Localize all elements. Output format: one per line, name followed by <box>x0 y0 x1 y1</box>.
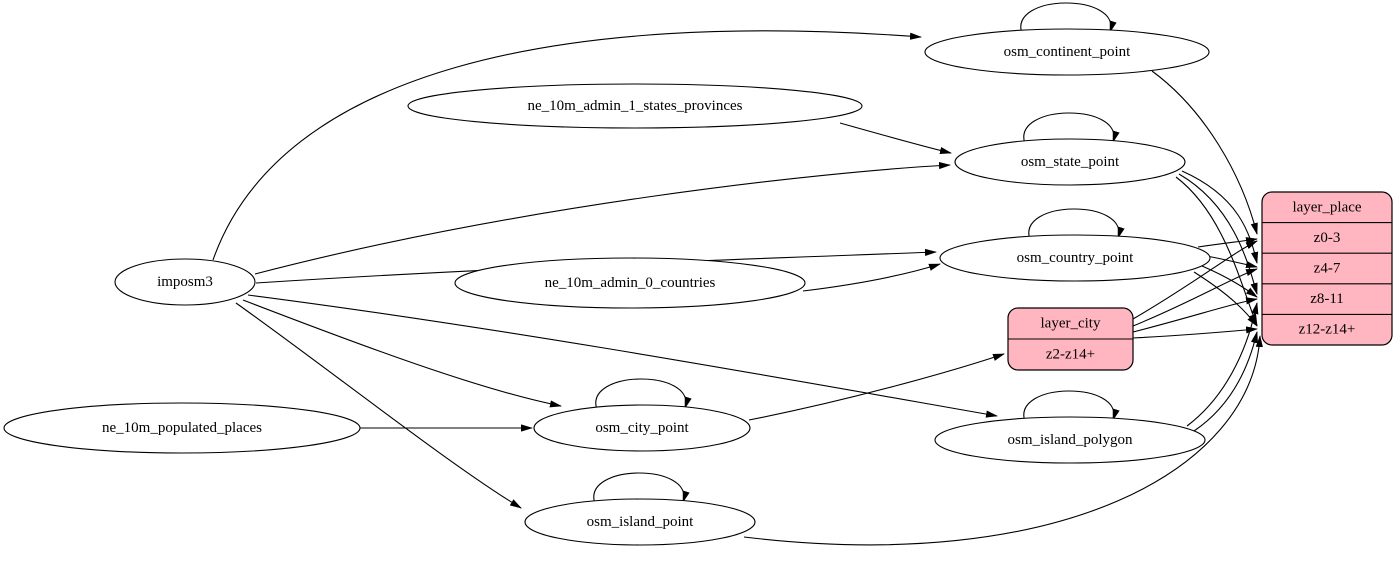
table-node-label: ne_10m_admin_0_countries <box>545 275 716 291</box>
edge-imposm3-to-osm_state_point <box>254 161 951 275</box>
table-node-shape <box>454 257 806 309</box>
table-node-label: osm_state_point <box>1021 154 1120 170</box>
layer-zoom-row: z4-7 <box>1314 261 1341 277</box>
edge-layer_city-to-layer_place-z12-z14+ <box>1132 326 1258 339</box>
table-node-label: osm_city_point <box>595 420 689 436</box>
edge-osm_state_point-to-layer_place-z4-7 <box>1181 170 1259 264</box>
table-node-label: osm_island_polygon <box>1007 432 1133 448</box>
edge-osm_island_polygon-to-layer_place-z12-z14+ <box>1193 331 1259 432</box>
edge-ne_10m_admin_0_countries-to-osm_country_point <box>802 263 941 292</box>
node-ne_10m_admin_0_countries: ne_10m_admin_0_countries <box>454 257 806 309</box>
table-node-shape <box>114 258 256 306</box>
table-node-label: osm_island_point <box>587 514 695 530</box>
table-node-shape <box>934 416 1206 464</box>
edge-osm_country_point-to-layer_place-z8-11 <box>1201 265 1258 298</box>
self-loop-edge-osm_state_point <box>1023 112 1120 145</box>
edge-imposm3-to-osm_continent_point <box>212 30 922 261</box>
self-loop-edge-osm_city_point <box>595 378 692 411</box>
table-node-label: osm_continent_point <box>1004 44 1131 60</box>
edge-osm_city_point-to-layer_city-z2-z14+ <box>748 353 1005 421</box>
edge-osm_country_point-to-layer_place-z0-3 <box>1197 237 1258 248</box>
node-osm_island_point: osm_island_point <box>524 498 756 546</box>
edge-osm_continent_point-to-layer_place-z0-3 <box>1151 70 1258 235</box>
edge-osm_island_point-to-layer_place-z12-z14+ <box>743 335 1263 546</box>
edge-layer_city-to-layer_place-z4-7 <box>1132 268 1258 327</box>
table-node-label: imposm3 <box>157 274 213 290</box>
self-loop-edge-osm_continent_point <box>1020 2 1117 35</box>
table-node-shape <box>3 402 361 454</box>
layer-zoom-row: z2-z14+ <box>1046 347 1095 363</box>
table-node-label: ne_10m_admin_1_states_provinces <box>528 98 743 114</box>
table-node-shape <box>407 83 863 129</box>
table-node-shape <box>954 138 1186 186</box>
node-imposm3: imposm3 <box>114 258 256 306</box>
table-node-shape <box>924 28 1210 76</box>
node-osm_city_point: osm_city_point <box>533 404 751 452</box>
node-osm_country_point: osm_country_point <box>939 234 1211 282</box>
node-osm_island_polygon: osm_island_polygon <box>934 416 1206 464</box>
edge-osm_country_point-to-layer_place-z12-z14+ <box>1193 271 1258 327</box>
edge-imposm3-to-osm_island_polygon <box>247 294 998 418</box>
edge-osm_country_point-to-layer_place-z4-7 <box>1206 255 1258 269</box>
table-node-label: ne_10m_populated_places <box>102 420 262 436</box>
node-ne_10m_admin_1_states_provinces: ne_10m_admin_1_states_provinces <box>407 83 863 129</box>
edge-osm_island_polygon-to-layer_place-z8-11 <box>1186 302 1259 427</box>
node-layer_city: layer_city z2-z14+ <box>1007 307 1134 371</box>
layer-zoom-row: z8-11 <box>1310 291 1344 307</box>
edge-imposm3-to-osm_city_point <box>242 299 562 408</box>
layer-node-title: layer_city <box>1041 316 1101 332</box>
edge-layer_city-to-layer_place-z0-3 <box>1132 240 1258 320</box>
node-osm_state_point: osm_state_point <box>954 138 1186 186</box>
edge-ne_10m_admin_1_states_provinces-to-osm_state_point <box>839 122 952 155</box>
self-loop-edge-osm_island_point <box>593 472 690 505</box>
node-osm_continent_point: osm_continent_point <box>924 28 1210 76</box>
node-layer_place: layer_place z0-3 z4-7 z8-11 z12-z14+ <box>1261 191 1393 346</box>
table-node-shape <box>524 498 756 546</box>
table-node-shape <box>939 234 1211 282</box>
layer-zoom-row: z12-z14+ <box>1299 322 1356 338</box>
edge-layer_city-to-layer_place-z8-11 <box>1132 297 1258 333</box>
layer-node-title: layer_place <box>1292 199 1361 215</box>
layer-node-shape <box>1261 191 1393 346</box>
layer-zoom-row: z0-3 <box>1314 230 1341 246</box>
edge-osm_state_point-to-layer_place-z8-11 <box>1178 173 1258 295</box>
table-node-label: osm_country_point <box>1017 250 1134 266</box>
table-node-shape <box>533 404 751 452</box>
self-loop-edge-osm_country_point <box>1028 208 1125 241</box>
node-ne_10m_populated_places: ne_10m_populated_places <box>3 402 361 454</box>
edge-imposm3-to-osm_island_point <box>235 302 522 509</box>
self-loop-edge-osm_island_polygon <box>1023 390 1120 423</box>
